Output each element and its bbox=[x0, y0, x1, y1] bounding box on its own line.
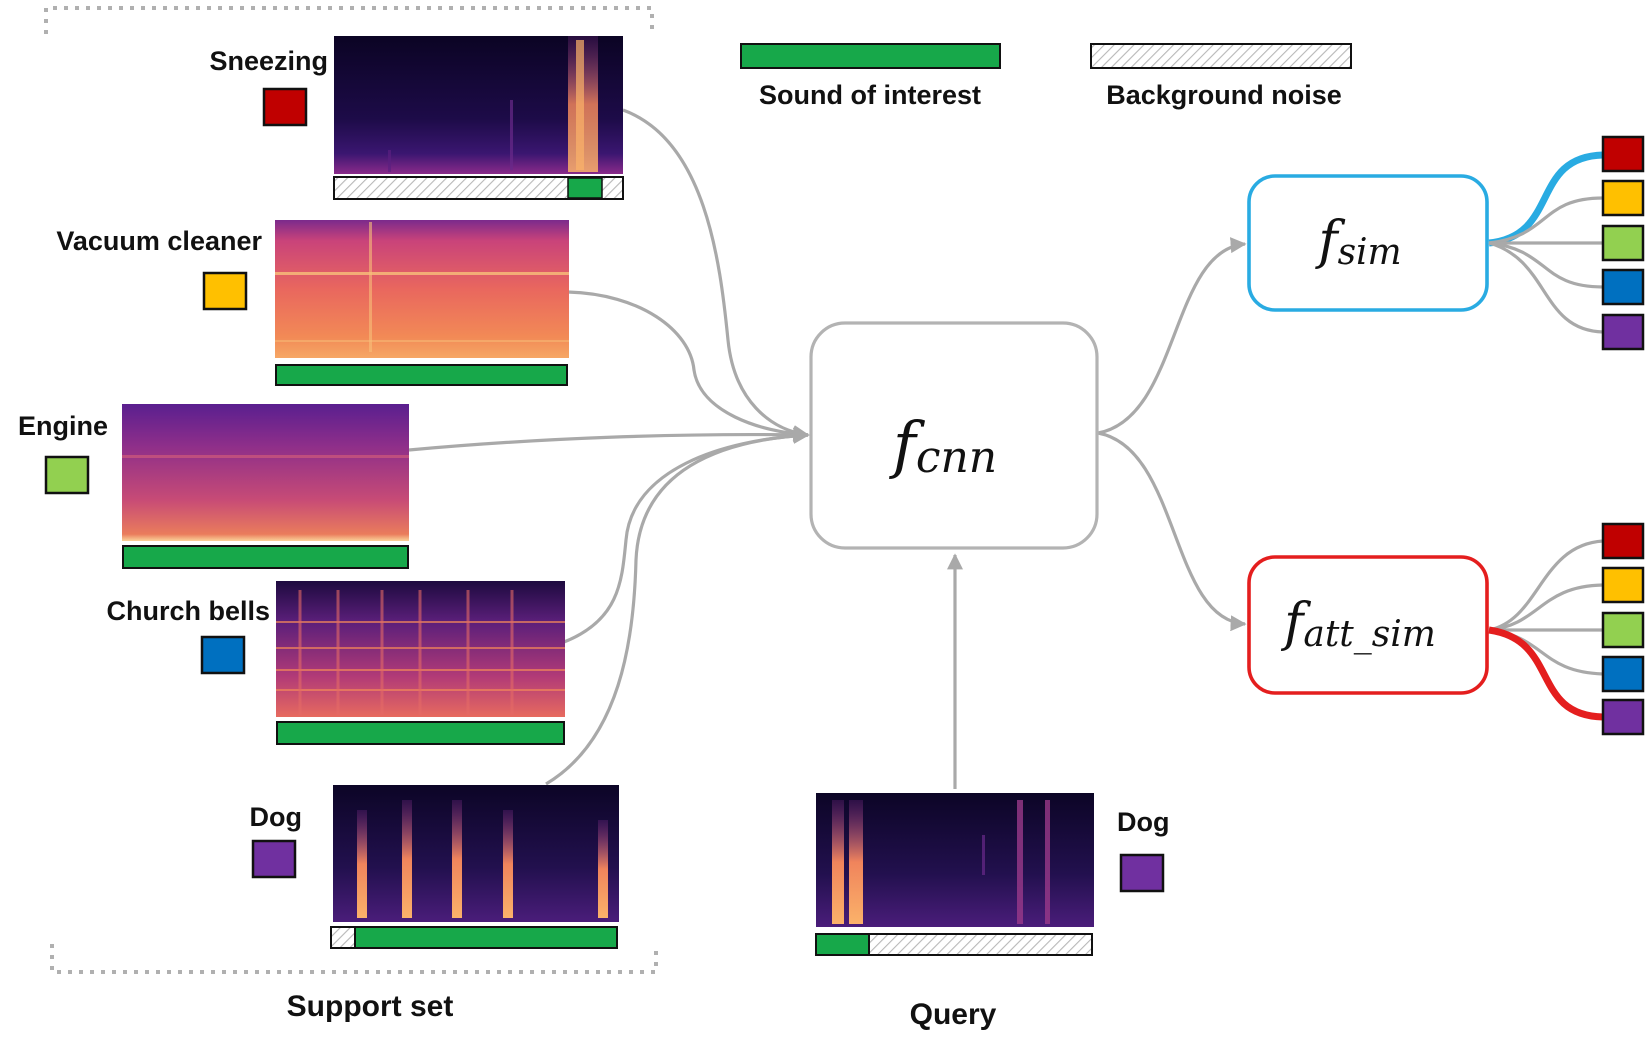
connector-dog bbox=[545, 427, 810, 786]
fattsim-label: fatt_sim bbox=[1280, 593, 1436, 655]
fsim-out-green bbox=[1601, 224, 1645, 262]
fsim-out-purple bbox=[1601, 313, 1645, 351]
query-annotation-bar bbox=[815, 933, 1093, 956]
connector-cnn-to-sim bbox=[1097, 237, 1247, 435]
class-label-sneezing: Sneezing bbox=[209, 46, 328, 76]
class-label-vacuum-cleaner: Vacuum cleaner bbox=[56, 226, 262, 256]
fattsim-out-yellow bbox=[1601, 566, 1645, 604]
class-label-engine: Engine bbox=[18, 411, 108, 441]
legend-sound-swatch bbox=[740, 43, 1001, 69]
class-label-dog: Dog bbox=[250, 802, 302, 832]
support-set-label: Support set bbox=[287, 990, 454, 1023]
fcnn-sub: cnn bbox=[916, 432, 997, 483]
connector-bells bbox=[563, 427, 810, 644]
support-set-bracket-bottom bbox=[50, 944, 658, 974]
fsim-out-yellow bbox=[1601, 179, 1645, 217]
fattsim-out-purple bbox=[1601, 698, 1645, 736]
fsim-sub: sim bbox=[1338, 232, 1402, 273]
legend-noise-label: Background noise bbox=[1106, 80, 1342, 110]
annotation-bar-vacuum-cleaner bbox=[275, 364, 568, 386]
query-spectrogram bbox=[816, 793, 1094, 927]
fcnn-label: fcnn bbox=[889, 408, 997, 483]
query-class-label: Dog bbox=[1117, 807, 1169, 837]
fsim-label: fsim bbox=[1314, 211, 1401, 273]
query-class-swatch bbox=[1119, 853, 1165, 893]
fsim-box bbox=[1247, 174, 1489, 312]
support-item-church-bells: Church bells bbox=[106, 581, 565, 745]
support-item-dog: Dog bbox=[250, 785, 619, 949]
fattsim-out-green bbox=[1601, 611, 1645, 649]
query-item: Dog bbox=[815, 793, 1169, 956]
fattsim-sub: att_sim bbox=[1303, 614, 1436, 655]
annotation-bar-church-bells bbox=[276, 721, 565, 745]
spectrogram-vacuum-cleaner bbox=[275, 220, 569, 358]
spectrogram-engine bbox=[122, 404, 409, 541]
spectrogram-dog bbox=[333, 785, 619, 922]
annotation-bar-sneezing bbox=[333, 176, 624, 200]
fattsim-box bbox=[1247, 555, 1489, 695]
fattsim-out-red bbox=[1601, 522, 1645, 560]
class-swatch-vacuum-cleaner bbox=[202, 271, 248, 311]
annotation-bar-dog bbox=[330, 926, 618, 949]
class-swatch-engine bbox=[44, 455, 90, 495]
fsim-output-connectors bbox=[1488, 151, 1604, 334]
fattsim-out-blue bbox=[1601, 655, 1645, 693]
connector-engine bbox=[408, 426, 810, 452]
class-swatch-dog bbox=[251, 839, 297, 879]
class-swatch-sneezing bbox=[262, 87, 308, 127]
query-label: Query bbox=[910, 998, 997, 1031]
class-swatch-church-bells bbox=[200, 635, 246, 675]
support-item-engine: Engine bbox=[18, 404, 409, 569]
support-item-sneezing: Sneezing bbox=[209, 36, 624, 200]
fsim-output-swatches bbox=[1601, 135, 1645, 351]
connector-cnn-to-att bbox=[1097, 431, 1247, 632]
connector-vacuum bbox=[567, 290, 810, 443]
annotation-bar-engine bbox=[122, 545, 409, 569]
support-set-bracket-top bbox=[44, 6, 654, 34]
spectrogram-sneezing bbox=[334, 36, 623, 174]
connector-sneezing bbox=[622, 108, 810, 442]
spectrogram-church-bells bbox=[276, 581, 565, 717]
class-label-church-bells: Church bells bbox=[106, 596, 270, 626]
fattsim-output-swatches bbox=[1601, 522, 1645, 736]
legend-noise-swatch bbox=[1090, 43, 1352, 69]
fsim-out-blue bbox=[1601, 268, 1645, 306]
fsim-out-red bbox=[1601, 135, 1645, 173]
fcnn-box bbox=[809, 321, 1099, 550]
support-item-vacuum-cleaner: Vacuum cleaner bbox=[56, 220, 569, 386]
fattsim-output-connectors bbox=[1488, 539, 1604, 721]
legend-sound-label: Sound of interest bbox=[759, 80, 981, 110]
